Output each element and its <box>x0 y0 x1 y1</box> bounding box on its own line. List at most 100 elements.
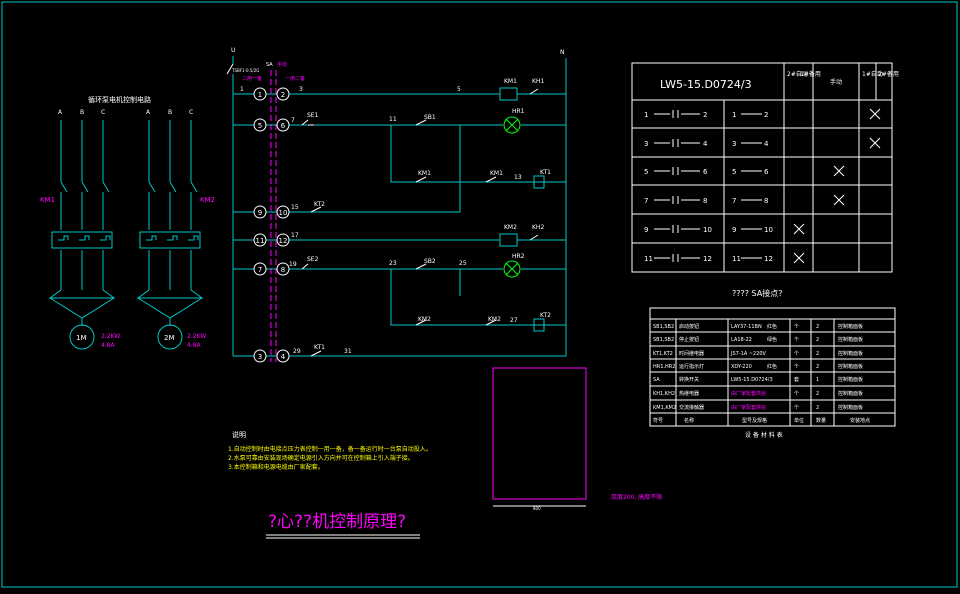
control-circuit: U N TSBF1-0.5/2G SA 手动 二用一备 一用二备 <box>226 47 567 363</box>
motor-2m-power: 2.2KW <box>187 333 206 340</box>
switch-pos-left-3: 3 <box>732 140 736 148</box>
coil-km1 <box>499 87 518 101</box>
label-km1-aux-b: KM1 <box>490 170 503 177</box>
equipment-cell: 控制箱面板 <box>838 404 863 411</box>
label-km2-coil: KM2 <box>504 224 517 231</box>
contactor-km1-label: KM1 <box>40 196 55 204</box>
equipment-cell: 个 <box>794 351 799 357</box>
motor-2m <box>157 324 183 350</box>
breaker-label: TSBF1-0.5/2G <box>231 68 259 73</box>
switch-left-contact-11: 11 <box>644 255 653 263</box>
switch-mark-x <box>869 137 881 149</box>
switch-left-contact-5: 5 <box>644 168 648 176</box>
switch-contact-symbol <box>654 254 700 262</box>
contactor-km2-label: KM2 <box>200 196 215 204</box>
motor-1m-label: 1M <box>76 334 87 342</box>
switch-pos-right-10: 10 <box>764 226 773 234</box>
equipment-cell: 个 <box>794 324 799 330</box>
equipment-cell: LA18-22 <box>731 337 752 343</box>
label-se1: SE1 <box>307 112 319 119</box>
label-kt1-contact: KT1 <box>314 344 325 351</box>
label-kt2-contact: KT2 <box>314 201 325 208</box>
wire-13: 13 <box>514 174 522 181</box>
equipment-cell: 套 <box>794 376 799 383</box>
drawing-title: ?心??机控制原理? <box>268 512 406 532</box>
equipment-cell: 1 <box>816 377 819 383</box>
equipment-cell: 时间继电器 <box>679 350 704 357</box>
power-circuit: 循环泵电机控制电路 A B C A B C KM1 KM2 1M 2M 2.2K… <box>40 95 215 350</box>
equipment-cell: SB1,SB2 <box>653 324 674 330</box>
col-2-standby: 2#备用 <box>878 70 899 78</box>
wire-29: 29 <box>293 348 301 355</box>
equipment-cell: KT1,KT2 <box>653 351 673 357</box>
equipment-cell: 2 <box>816 405 819 411</box>
equipment-cell: JS7-1A ~220V <box>730 351 767 357</box>
equipment-header-cell: 名称 <box>684 417 694 424</box>
switch-pos-right-6: 6 <box>764 168 769 176</box>
switch-mark-x <box>793 223 805 235</box>
phase-b-right: B <box>168 109 172 116</box>
equipment-header-cell: 符号 <box>653 417 663 424</box>
switch-mark-x <box>793 252 805 264</box>
switch-sa-label: SA <box>266 62 273 68</box>
wire-19: 19 <box>289 261 297 268</box>
equipment-cell: XDY-220 <box>731 364 752 370</box>
terminal-2: 2 <box>281 91 285 99</box>
terminal-1: 1 <box>258 91 262 99</box>
note-3: 3.本控制箱和电源电缆由厂家配套。 <box>228 463 324 471</box>
equipment-cell: 2 <box>816 351 819 357</box>
wire-7: 7 <box>291 117 295 124</box>
equipment-cell: 2 <box>816 391 819 397</box>
mode-right-label: 一用二备 <box>285 75 305 82</box>
col-manual: 手动 <box>830 78 842 86</box>
col-1-auto: 1#自动 <box>862 70 883 78</box>
equipment-cell: 控制箱面板 <box>838 323 863 330</box>
equipment-header-cell: 数量 <box>816 417 826 424</box>
terminal-5: 5 <box>258 122 262 130</box>
lamp-hr2 <box>503 260 521 278</box>
switch-pos-left-9: 9 <box>732 226 736 234</box>
note-1: 1.自动控制时由电接点压力表控制一用一备，备一备运行时一台泵自动投入。 <box>228 445 432 453</box>
equipment-cell: 由厂家配套供给 <box>731 404 766 411</box>
equipment-cell: 控制箱面板 <box>838 336 863 343</box>
switch-model-title: LW5-15.D0724/3 <box>660 78 752 91</box>
equipment-cell: 个 <box>794 337 799 343</box>
switch-pos-right-12: 12 <box>764 255 773 263</box>
switch-right-contact-8: 8 <box>703 197 707 205</box>
wire-25: 25 <box>459 260 467 267</box>
switch-pos-right-8: 8 <box>764 197 768 205</box>
thermal-relay-kh1 <box>51 231 113 249</box>
coil-km2 <box>499 233 518 247</box>
equipment-header-cell: 单位 <box>794 417 804 424</box>
cabinet-note: 厚度200, 高度不限 <box>611 493 662 501</box>
col-1-standby: 1#备用 <box>800 70 821 78</box>
switch-left-contact-3: 3 <box>644 140 648 148</box>
label-sb1: SB1 <box>424 114 436 121</box>
equipment-cell: 2 <box>816 324 819 330</box>
label-kh1: KH1 <box>532 78 544 85</box>
equipment-cell: SA <box>653 377 660 383</box>
cabinet-outline: 800 厚度200, 高度不限 <box>492 367 662 511</box>
switch-pos-left-11: 11 <box>732 255 741 263</box>
terminal-7: 7 <box>258 266 262 274</box>
phase-c-left: C <box>101 109 105 116</box>
terminal-6: 6 <box>281 122 286 130</box>
equipment-cell: HR1,HR2 <box>653 364 675 370</box>
switch-left-contact-9: 9 <box>644 226 648 234</box>
switch-pos-left-1: 1 <box>732 111 736 119</box>
cabinet-width: 800 <box>533 506 541 511</box>
terminal-8: 8 <box>281 266 285 274</box>
wire-23: 23 <box>389 260 397 267</box>
wire-31: 31 <box>344 348 352 355</box>
equipment-cell: 红色 <box>767 323 777 330</box>
note-2: 2.水泵可靠由安装现场确定电源引入方向并可在控制箱上引入端子接。 <box>228 454 414 462</box>
label-kt2-coil: KT2 <box>540 312 551 319</box>
switch-contact-symbol <box>654 196 700 204</box>
